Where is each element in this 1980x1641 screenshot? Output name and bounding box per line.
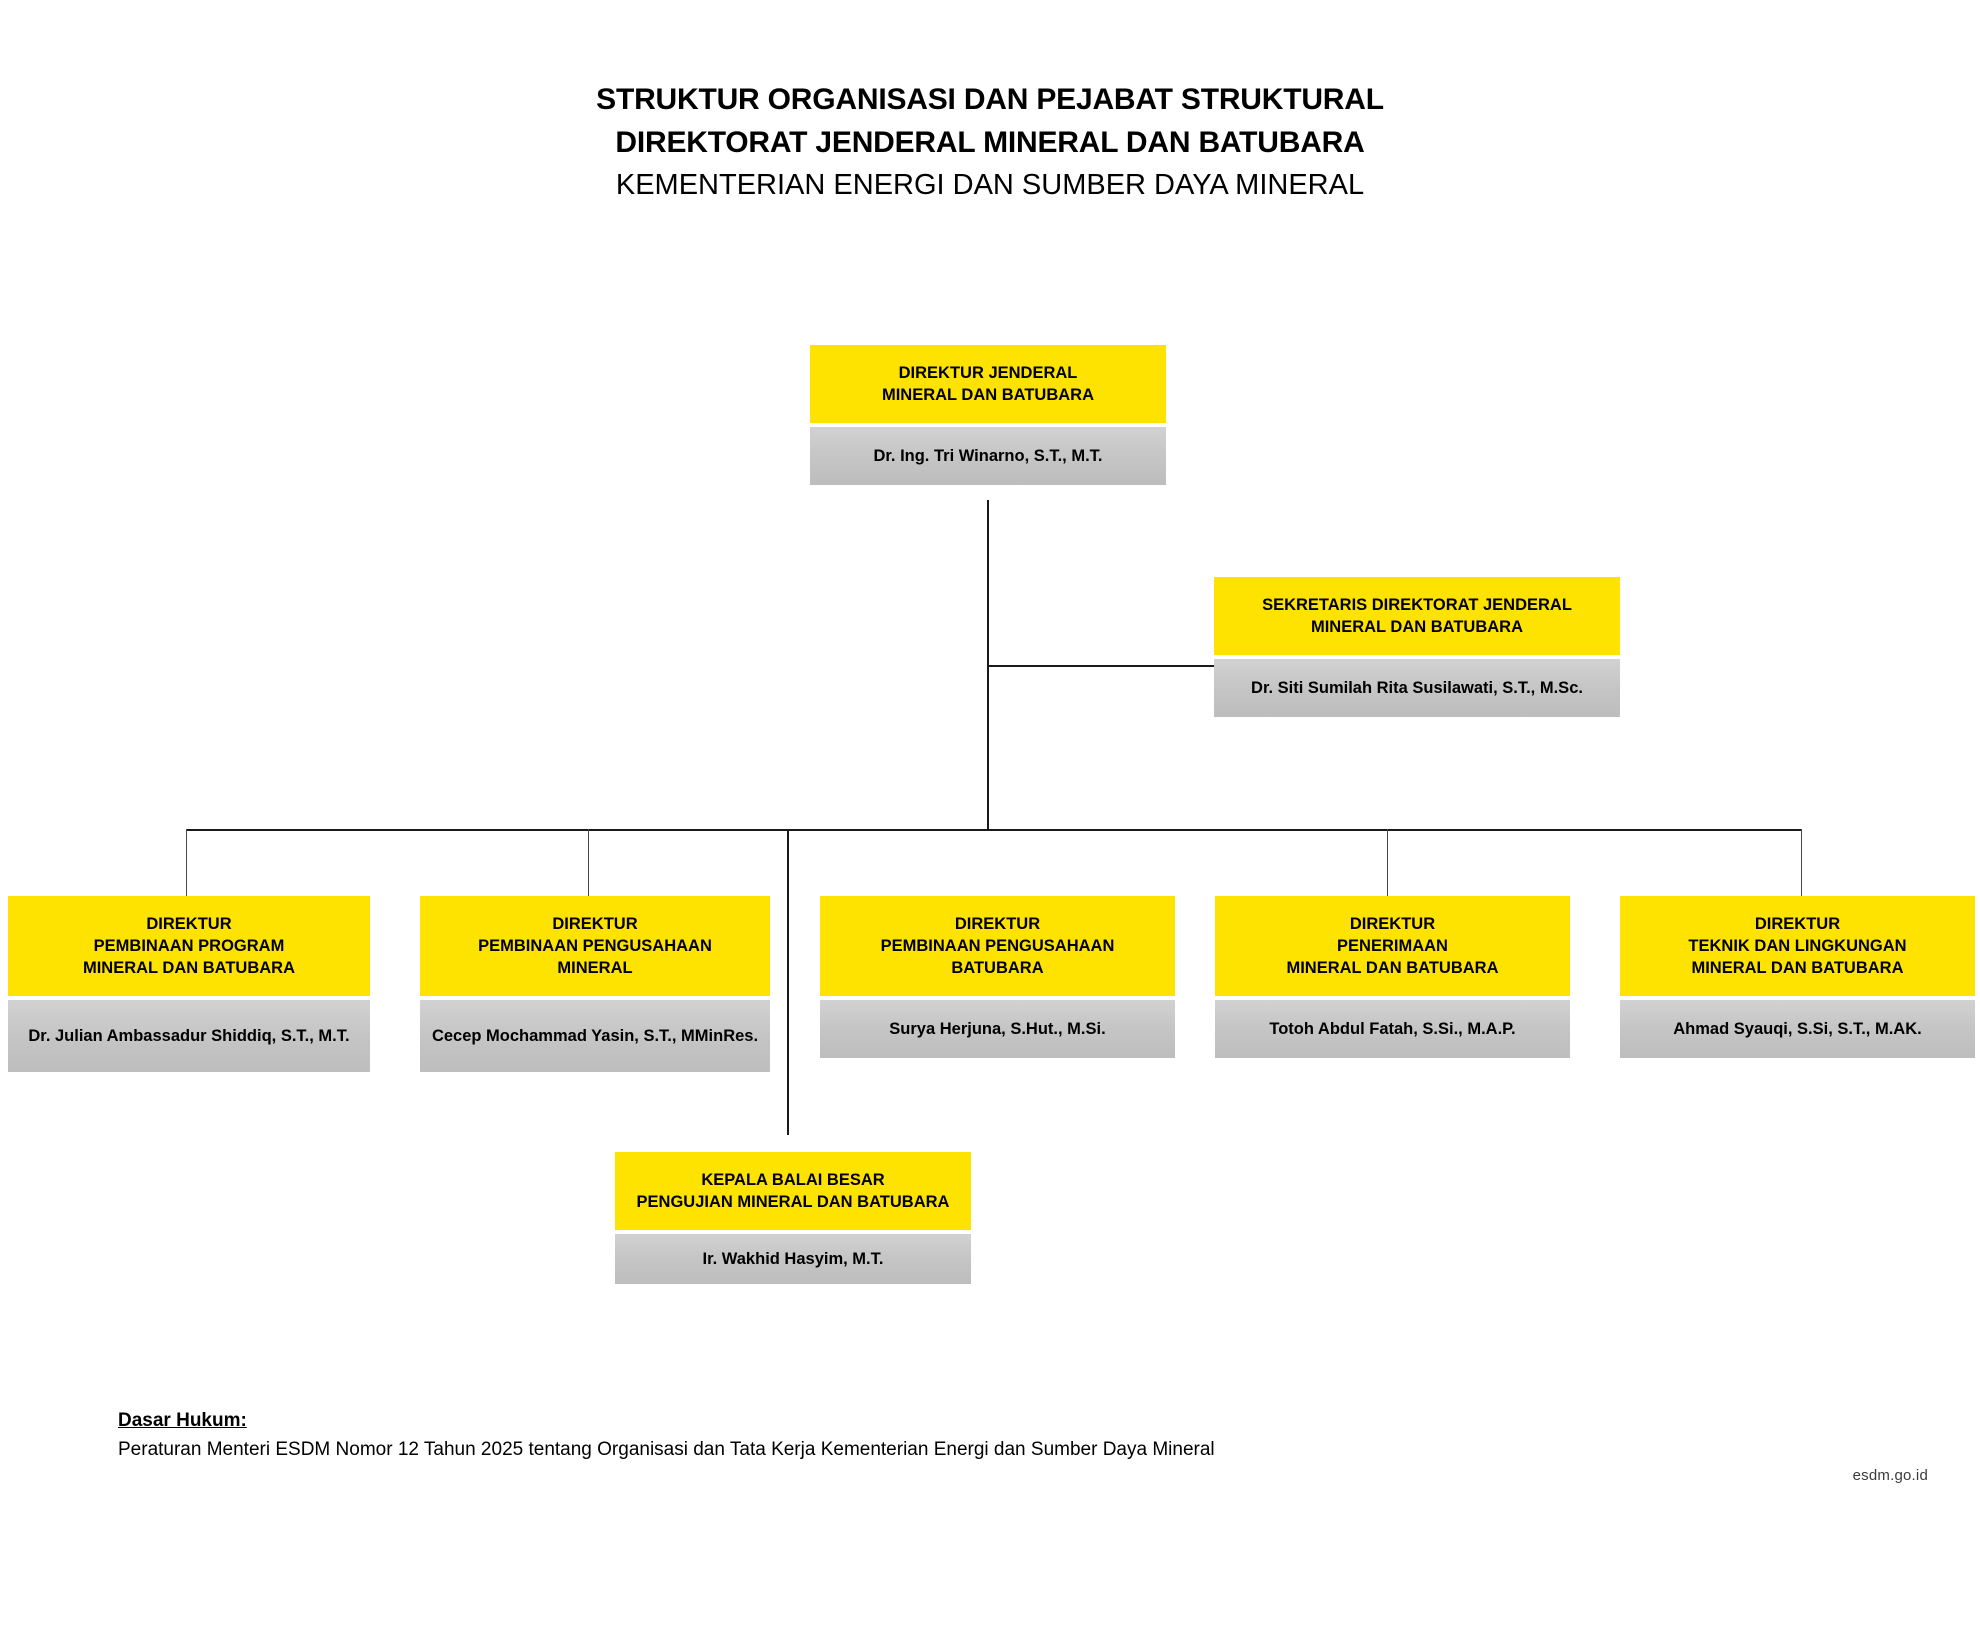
title-line: PEMBINAAN PROGRAM	[93, 937, 285, 955]
title-line: DIREKTUR	[552, 915, 638, 933]
legal-basis: Dasar Hukum: Peraturan Menteri ESDM Nomo…	[118, 1407, 1618, 1465]
title-line: KEPALA BALAI BESAR	[701, 1171, 885, 1189]
node-directorate-pembinaan-program[interactable]: DIREKTUR PEMBINAAN PROGRAM MINERAL DAN B…	[8, 896, 370, 1072]
node-secretary[interactable]: SEKRETARIS DIREKTORAT JENDERAL MINERAL D…	[1214, 577, 1620, 717]
connector-drop-5	[1801, 829, 1802, 896]
title-line: DIREKTUR	[146, 915, 232, 933]
node-person: Dr. Ing. Tri Winarno, S.T., M.T.	[810, 427, 1166, 485]
connector-drop-3	[787, 829, 789, 1135]
legal-basis-text: Peraturan Menteri ESDM Nomor 12 Tahun 20…	[118, 1439, 1215, 1460]
title-line-3: KEMENTERIAN ENERGI DAN SUMBER DAYA MINER…	[615, 169, 1365, 201]
connector-drop-2	[588, 829, 589, 896]
node-title: SEKRETARIS DIREKTORAT JENDERAL MINERAL D…	[1214, 577, 1620, 655]
node-person: Surya Herjuna, S.Hut., M.Si.	[820, 1000, 1175, 1058]
title-line: DIREKTUR	[954, 915, 1041, 933]
title-line: PENGUJIAN MINERAL DAN BATUBARA	[636, 1193, 950, 1211]
page-title: STRUKTUR ORGANISASI DAN PEJABAT STRUKTUR…	[0, 78, 1980, 207]
title-line: MINERAL DAN BATUBARA	[1310, 618, 1524, 636]
title-line: MINERAL	[557, 959, 633, 977]
title-line: SEKRETARIS DIREKTORAT JENDERAL	[1262, 596, 1572, 614]
connector-drop-4	[1387, 829, 1388, 896]
connector-secretary-horizontal	[987, 665, 1214, 667]
title-line-2: DIREKTORAT JENDERAL MINERAL DAN BATUBARA	[615, 126, 1365, 159]
title-line: BATUBARA	[951, 959, 1044, 977]
node-title: DIREKTUR PEMBINAAN PROGRAM MINERAL DAN B…	[8, 896, 370, 996]
node-title: DIREKTUR PEMBINAAN PENGUSAHAAN MINERAL	[420, 896, 770, 996]
title-line-1: STRUKTUR ORGANISASI DAN PEJABAT STRUKTUR…	[596, 83, 1384, 116]
node-person: Ir. Wakhid Hasyim, M.T.	[615, 1234, 971, 1284]
legal-basis-label: Dasar Hukum:	[118, 1410, 247, 1431]
node-directorate-pengusahaan-batubara[interactable]: DIREKTUR PEMBINAAN PENGUSAHAAN BATUBARA …	[820, 896, 1175, 1058]
node-person: Cecep Mochammad Yasin, S.T., MMinRes.	[420, 1000, 770, 1072]
node-title: DIREKTUR JENDERAL MINERAL DAN BATUBARA	[810, 345, 1166, 423]
title-line: MINERAL DAN BATUBARA	[881, 386, 1095, 404]
node-person: Ahmad Syauqi, S.Si, S.T., M.AK.	[1620, 1000, 1975, 1058]
title-line: PENERIMAAN	[1337, 937, 1448, 955]
node-directorate-teknik-lingkungan[interactable]: DIREKTUR TEKNIK DAN LINGKUNGAN MINERAL D…	[1620, 896, 1975, 1058]
node-person: Totoh Abdul Fatah, S.Si., M.A.P.	[1215, 1000, 1570, 1058]
node-title: DIREKTUR PEMBINAAN PENGUSAHAAN BATUBARA	[820, 896, 1175, 996]
title-line: DIREKTUR JENDERAL	[898, 364, 1078, 382]
node-title: DIREKTUR PENERIMAAN MINERAL DAN BATUBARA	[1215, 896, 1570, 996]
node-title: KEPALA BALAI BESAR PENGUJIAN MINERAL DAN…	[615, 1152, 971, 1230]
node-person: Dr. Julian Ambassadur Shiddiq, S.T., M.T…	[8, 1000, 370, 1072]
node-directorate-penerimaan[interactable]: DIREKTUR PENERIMAAN MINERAL DAN BATUBARA…	[1215, 896, 1570, 1058]
title-line: DIREKTUR	[1754, 915, 1841, 933]
title-line: MINERAL DAN BATUBARA	[1691, 959, 1904, 977]
title-line: MINERAL DAN BATUBARA	[1286, 959, 1499, 977]
title-line: DIREKTUR	[1349, 915, 1436, 933]
node-directorate-pengusahaan-mineral[interactable]: DIREKTUR PEMBINAAN PENGUSAHAAN MINERAL C…	[420, 896, 770, 1072]
title-line: TEKNIK DAN LINGKUNGAN	[1688, 937, 1907, 955]
title-line: MINERAL DAN BATUBARA	[82, 959, 296, 977]
title-line: PEMBINAAN PENGUSAHAAN	[478, 937, 712, 955]
connector-directorate-bus	[186, 829, 1802, 831]
site-watermark: esdm.go.id	[1852, 1467, 1928, 1484]
node-balai-besar[interactable]: KEPALA BALAI BESAR PENGUJIAN MINERAL DAN…	[615, 1152, 971, 1284]
node-title: DIREKTUR TEKNIK DAN LINGKUNGAN MINERAL D…	[1620, 896, 1975, 996]
node-person: Dr. Siti Sumilah Rita Susilawati, S.T., …	[1214, 659, 1620, 717]
connector-drop-1	[186, 829, 187, 896]
title-line: PEMBINAAN PENGUSAHAAN	[880, 937, 1115, 955]
node-director-general[interactable]: DIREKTUR JENDERAL MINERAL DAN BATUBARA D…	[810, 345, 1166, 485]
